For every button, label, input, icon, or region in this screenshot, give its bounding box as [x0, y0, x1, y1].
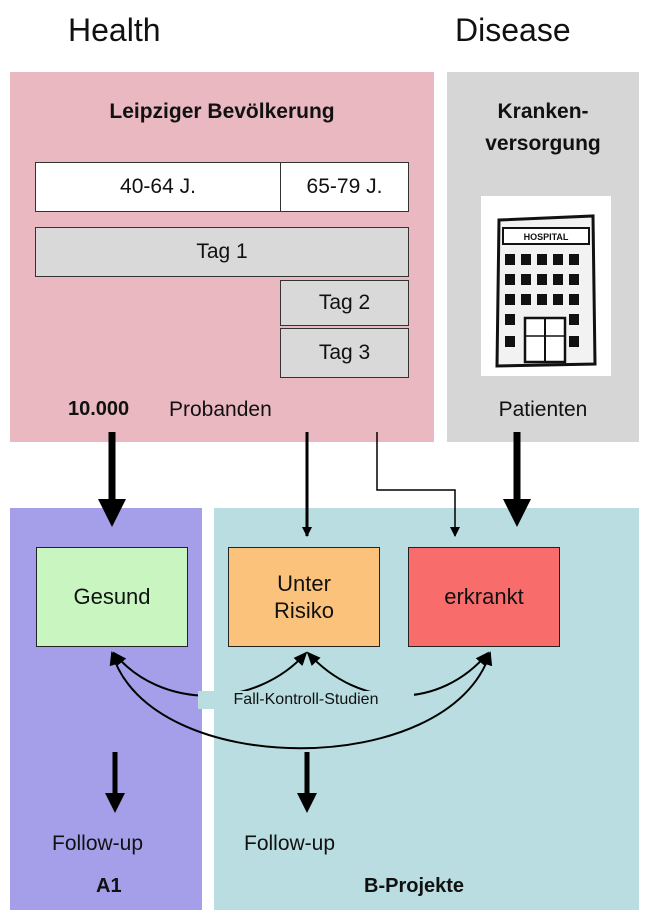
followup-right-label: Follow-up — [244, 832, 336, 855]
at-risk-line1: Unter — [277, 570, 331, 596]
participant-label: Probanden — [169, 398, 272, 421]
disease-header: Disease — [455, 12, 571, 48]
hospital-icon: HOSPITAL — [481, 196, 611, 376]
day-2-bar: Tag 2 — [280, 280, 409, 326]
at-risk-line2: Risiko — [274, 598, 334, 623]
curve-healthy-sick — [109, 651, 493, 750]
day-3-bar: Tag 3 — [280, 328, 409, 378]
health-header: Health — [68, 12, 161, 48]
population-panel: Leipziger Bevölkerung 40-64 J. 65-79 J. … — [10, 72, 434, 442]
hospital-sign-text: HOSPITAL — [524, 232, 569, 242]
age-group-40-64: 40-64 J. — [35, 162, 281, 212]
curve-healthy-at-risk — [112, 651, 308, 697]
participant-count: 10.000 — [68, 398, 130, 420]
care-title-line1: Kranken- — [497, 100, 589, 123]
case-control-label: Fall-Kontroll-Studien — [198, 691, 414, 709]
population-title: Leipziger Bevölkerung — [109, 100, 335, 123]
at-risk-box: Unter Risiko — [228, 547, 380, 647]
care-panel: Kranken- versorgung HOSPITAL Patienten — [447, 72, 639, 442]
day-1-bar: Tag 1 — [35, 227, 409, 277]
project-a1-label: A1 — [96, 875, 122, 897]
curve-at-risk-sick — [306, 651, 490, 697]
age-group-65-79: 65-79 J. — [280, 162, 409, 212]
sick-box: erkrankt — [408, 547, 560, 647]
patients-label: Patienten — [498, 398, 588, 421]
healthy-box: Gesund — [36, 547, 188, 647]
project-b-label: B-Projekte — [364, 875, 465, 897]
followup-left-label: Follow-up — [52, 832, 144, 855]
arrow-elbow-to-sick — [376, 432, 460, 537]
care-title-line2: versorgung — [485, 132, 601, 155]
